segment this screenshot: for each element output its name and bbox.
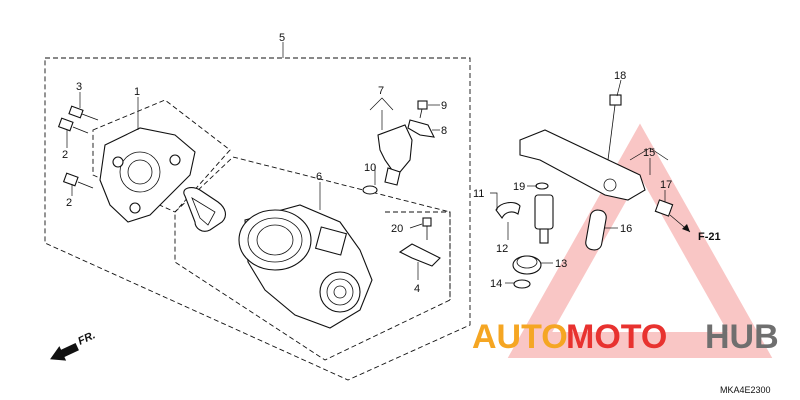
screw-20 bbox=[422, 217, 432, 240]
front-label: FR. bbox=[76, 329, 97, 347]
callout-1: 1 bbox=[134, 86, 140, 98]
callout-3: 3 bbox=[76, 81, 82, 93]
gasket-box bbox=[92, 99, 231, 213]
callout-2-lower: 2 bbox=[66, 197, 72, 209]
bolt-18 bbox=[607, 94, 622, 161]
callout-13: 13 bbox=[555, 258, 567, 270]
gasket-8 bbox=[407, 119, 435, 138]
callout-14: 14 bbox=[490, 278, 502, 290]
bracket-4 bbox=[398, 243, 441, 267]
seal-19 bbox=[535, 182, 549, 190]
clip-17 bbox=[654, 199, 674, 217]
bolt-2-upper bbox=[57, 117, 89, 134]
seal-14 bbox=[513, 279, 531, 289]
callout-9: 9 bbox=[441, 100, 447, 112]
reference-label: F-21 bbox=[698, 231, 721, 243]
front-direction-arrow-icon bbox=[50, 342, 79, 361]
watermark-logo: AUTO MOTO HUB bbox=[472, 318, 779, 356]
watermark-hub: HUB bbox=[705, 318, 779, 356]
reference-arrow-icon bbox=[669, 214, 691, 233]
injector-part bbox=[534, 194, 554, 244]
callout-19: 19 bbox=[513, 181, 525, 193]
callout-8: 8 bbox=[441, 125, 447, 137]
callout-17: 17 bbox=[660, 179, 672, 191]
bolt-2-lower bbox=[62, 172, 94, 189]
callout-12: 12 bbox=[496, 243, 508, 255]
callout-7: 7 bbox=[378, 85, 384, 97]
watermark-auto: AUTO bbox=[472, 318, 568, 356]
callout-18: 18 bbox=[614, 70, 626, 82]
screw-9 bbox=[417, 100, 428, 119]
insulator-13 bbox=[512, 255, 542, 275]
callout-15: 15 bbox=[643, 147, 655, 159]
gasket-part bbox=[183, 187, 227, 232]
throttle-body-part bbox=[238, 204, 373, 329]
fuel-rail-part bbox=[519, 129, 646, 201]
callout-6: 6 bbox=[316, 171, 322, 183]
sensor-part-7 bbox=[377, 124, 413, 186]
callout-4: 4 bbox=[414, 283, 420, 295]
warning-triangle-icon bbox=[507, 123, 773, 358]
clip-12 bbox=[495, 201, 521, 220]
callout-10: 10 bbox=[364, 162, 376, 174]
pipe-16 bbox=[585, 209, 607, 251]
callout-11: 11 bbox=[473, 188, 484, 200]
callout-2-upper: 2 bbox=[62, 149, 68, 161]
intake-joint-part bbox=[99, 127, 196, 223]
callout-5: 5 bbox=[279, 32, 285, 44]
leader-lines bbox=[66, 42, 669, 284]
bolt-3 bbox=[68, 105, 99, 121]
callout-20: 20 bbox=[391, 223, 403, 235]
callout-16: 16 bbox=[620, 223, 632, 235]
assembly-box-4 bbox=[385, 211, 451, 300]
assembly-box-5 bbox=[44, 57, 471, 381]
diagram-code: MKA4E2300 bbox=[720, 385, 771, 395]
o-ring-10 bbox=[362, 185, 378, 195]
watermark-moto: MOTO bbox=[566, 318, 667, 356]
